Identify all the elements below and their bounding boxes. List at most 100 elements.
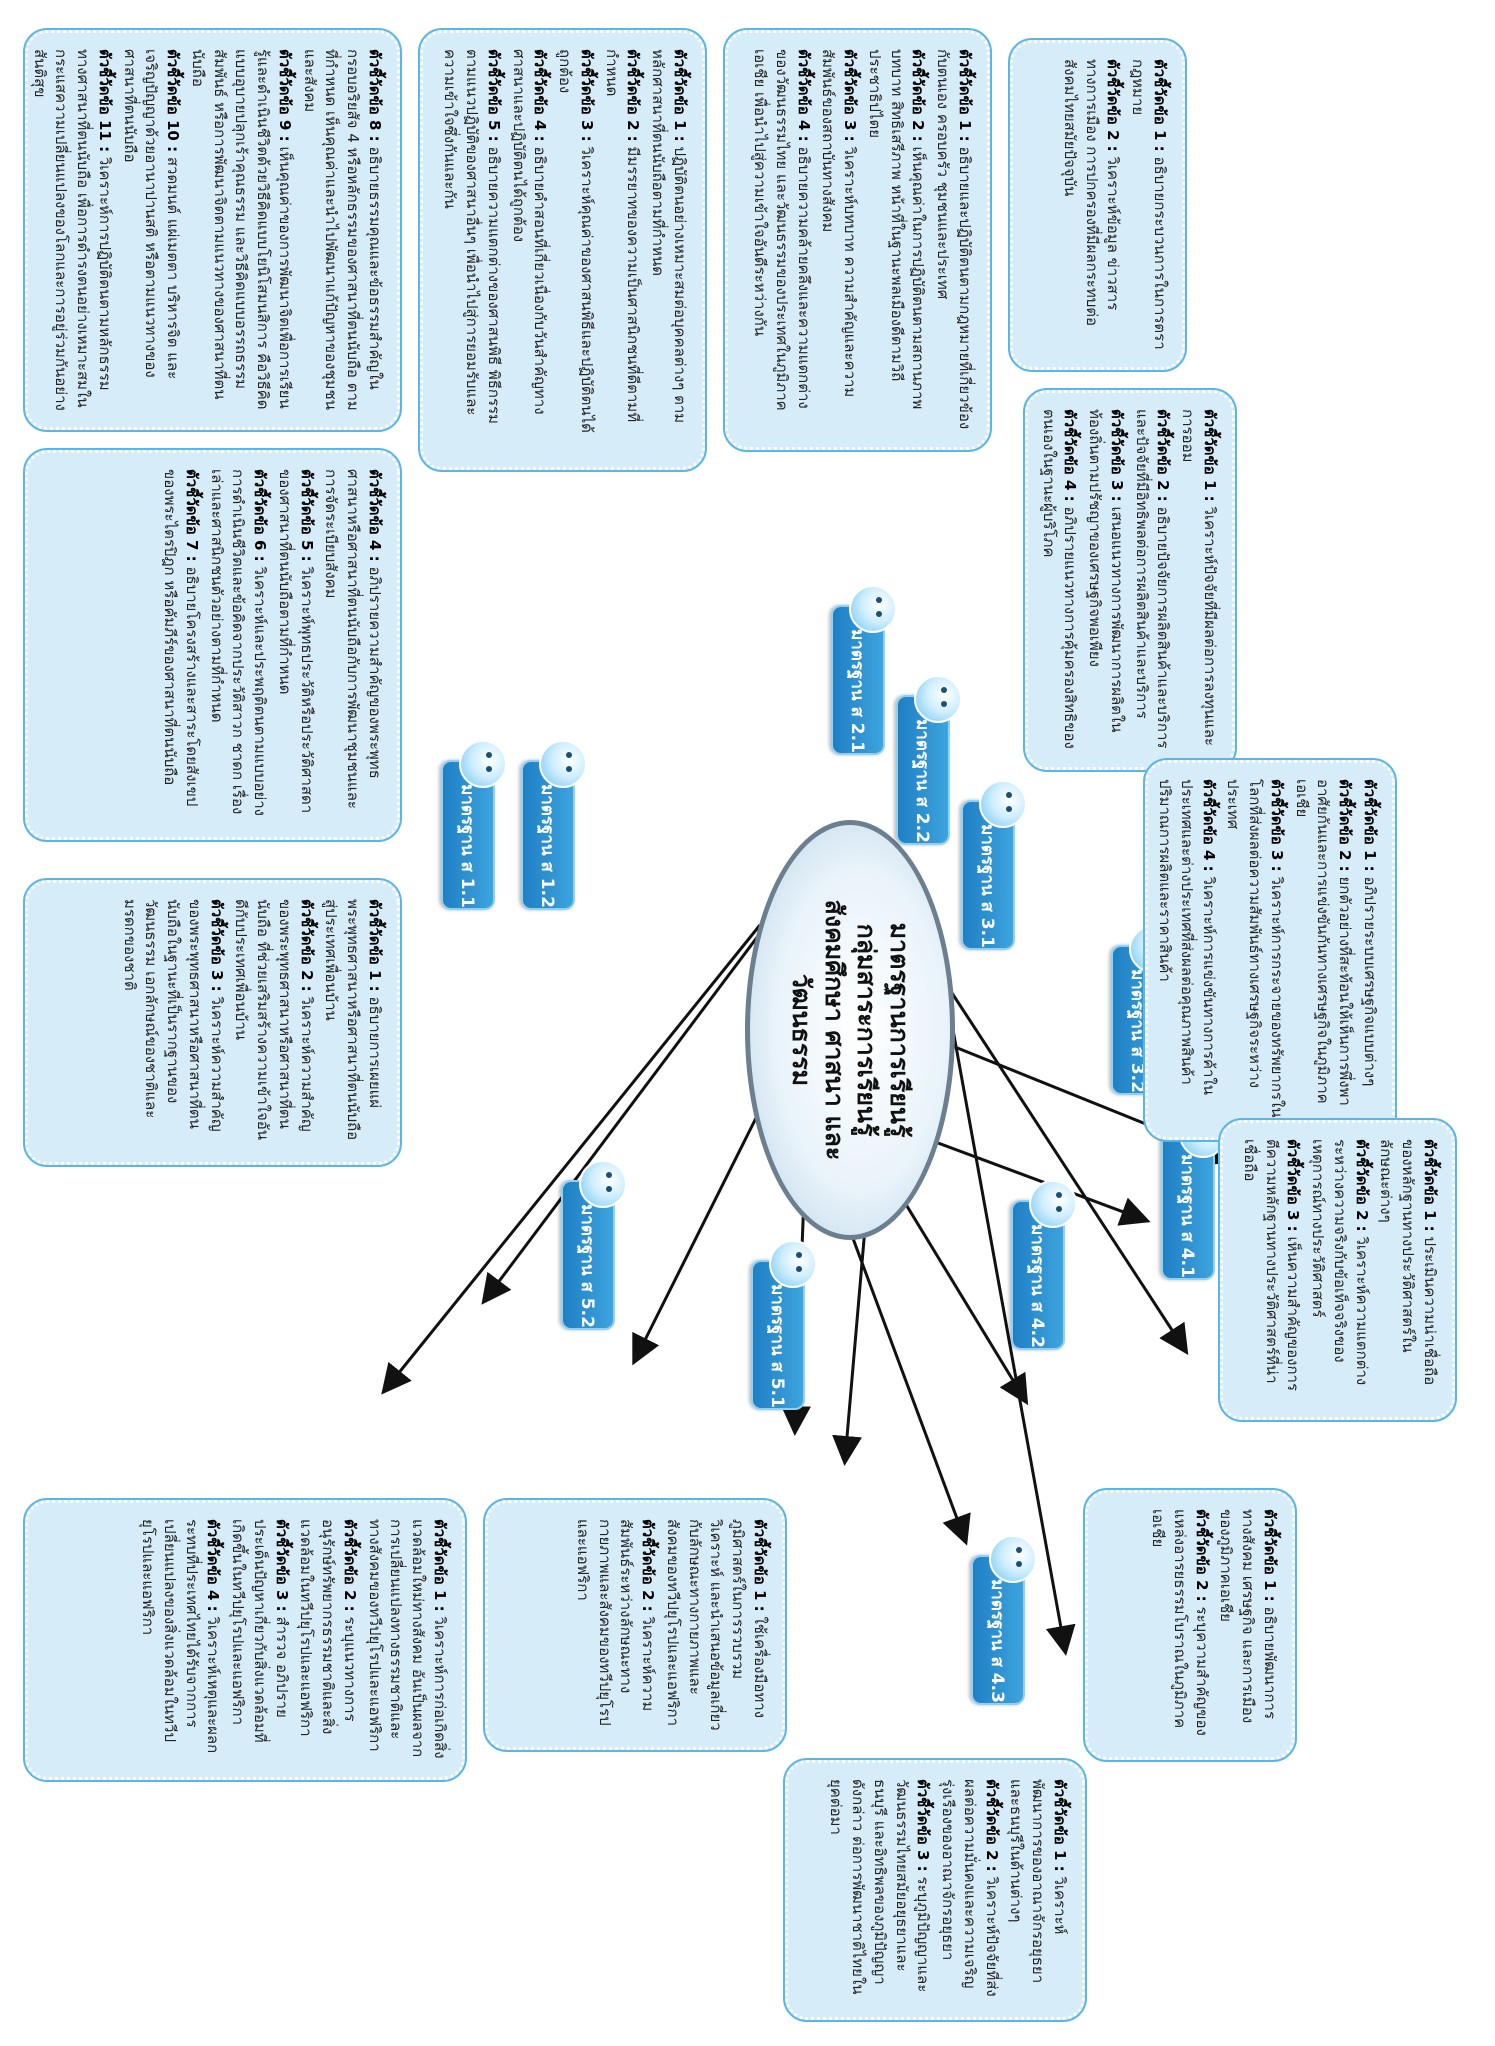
indicator-label: ตัวชี้วัดข้อ 2 : xyxy=(341,1519,359,1612)
indicator-label: ตัวชี้วัดข้อ 2 : xyxy=(1154,409,1173,502)
standard-label-4-3: มาตรฐาน ส 4.3 xyxy=(971,1535,1037,1705)
standard-text: มาตรฐาน ส 4.1 xyxy=(1177,1154,1198,1278)
indicator-box-5-1: ตัวชี้วัดข้อ 1 : ใช้เครื่องมือทางภูมิศาส… xyxy=(482,1498,788,1752)
indicator-label: ตัวชี้วัดข้อ 4 : xyxy=(366,469,384,562)
standard-text: มาตรฐาน ส 2.2 xyxy=(912,719,933,843)
standard-label-4-2: มาตรฐาน ส 4.2 xyxy=(1011,1180,1077,1350)
indicator-text: อภิปรายระบบเศรษฐกิจแบบต่างๆ xyxy=(1361,876,1379,1087)
standard-text: มาตรฐาน ส 1.1 xyxy=(457,784,478,908)
mascot-icon xyxy=(849,585,897,633)
center-title-line-3: สังคมศึกษา ศาสนา และ xyxy=(820,899,849,1161)
center-title-line-4: วัฒนธรรม xyxy=(787,973,817,1087)
indicator-label: ตัวชี้วัดข้อ 2 : xyxy=(1352,1139,1371,1232)
indicator-label: ตัวชี้วัดข้อ 3 : xyxy=(914,1779,933,1872)
indicator-label: ตัวชี้วัดข้อ 8 : xyxy=(366,49,384,142)
indicator-label: ตัวชี้วัดข้อ 2 : xyxy=(982,1779,1001,1872)
connector-1-1 xyxy=(381,924,762,1395)
connector-5-2 xyxy=(632,1109,762,1366)
indicator-box-4-3: ตัวชี้วัดข้อ 1 : วิเคราะห์พัฒนาการของอาณ… xyxy=(782,1758,1088,2022)
indicator-label: ตัวชี้วัดข้อ 1 : xyxy=(671,49,689,142)
connector-4-2 xyxy=(883,1169,1029,1406)
mascot-icon xyxy=(539,740,587,788)
mascot-icon xyxy=(769,1240,817,1288)
indicator-label: ตัวชี้วัดข้อ 11 : xyxy=(96,49,114,153)
indicator-label: ตัวชี้วัดข้อ 2 : xyxy=(624,49,643,142)
connector-2-2 xyxy=(933,929,1076,1656)
standard-text: มาตรฐาน ส 1.2 xyxy=(537,784,558,908)
indicator-label: ตัวชี้วัดข้อ 2 : xyxy=(909,49,928,142)
indicator-label: ตัวชี้วัดข้อ 10 : xyxy=(164,49,183,153)
center-title-line-2: กลุ่มสาระการเรียนรู้ xyxy=(852,923,882,1137)
indicator-box-1-1a: ตัวชี้วัดข้อ 8 : อธิบายธรรมคุณและข้อธรรม… xyxy=(23,27,402,433)
connector-4-1 xyxy=(929,1138,1151,1226)
indicator-box-2-1: ตัวชี้วัดข้อ 1 : อธิบายและปฏิบัติตนตามกฎ… xyxy=(723,26,992,454)
indicator-box-1-1b: ตัวชี้วัดข้อ 4 : อภิปรายความสำคัญของพระพ… xyxy=(23,447,402,843)
mascot-icon xyxy=(579,1160,627,1208)
indicator-label: ตัวชี้วัดข้อ 3 : xyxy=(207,899,226,992)
indicator-label: ตัวชี้วัดข้อ 5 : xyxy=(297,469,316,562)
indicator-box-2-2: ตัวชี้วัดข้อ 1 : อธิบายกระบวนการในการตรา… xyxy=(1008,36,1187,374)
indicator-label: ตัวชี้วัดข้อ 1 : xyxy=(1421,1139,1439,1232)
indicator-label: ตัวชี้วัดข้อ 3 : xyxy=(578,49,596,142)
center-title-line-1: มาตรฐานการเรียนรู้ xyxy=(885,922,914,1138)
indicator-label: ตัวชี้วัดข้อ 4 : xyxy=(794,49,813,142)
indicator-label: ตัวชี้วัดข้อ 1 : xyxy=(956,49,974,142)
center-title: มาตรฐานการเรียนรู้ กลุ่มสาระการเรียนรู้ … xyxy=(745,820,955,1240)
mascot-icon xyxy=(1029,1180,1077,1228)
indicator-label: ตัวชี้วัดข้อ 4 : xyxy=(1061,409,1080,502)
mascot-icon xyxy=(914,675,962,723)
indicator-label: ตัวชี้วัดข้อ 5 : xyxy=(485,49,503,142)
indicator-label: ตัวชี้วัดข้อ 4 : xyxy=(1199,779,1218,872)
indicator-box-4-1: ตัวชี้วัดข้อ 1 : ประเมินความน่าเชื่อถือข… xyxy=(1218,1117,1457,1423)
standard-label-2-1: มาตรฐาน ส 2.1 xyxy=(831,585,897,755)
indicator-box-4-2: ตัวชี้วัดข้อ 1 : อธิบายพัฒนาการทางสังคม … xyxy=(1083,1487,1297,1763)
indicator-label: ตัวชี้วัดข้อ 1 : xyxy=(366,899,384,992)
indicator-label: ตัวชี้วัดข้อ 3 : xyxy=(272,1519,291,1612)
mascot-icon xyxy=(989,1535,1037,1583)
indicator-label: ตัวชี้วัดข้อ 3 : xyxy=(1108,409,1126,502)
indicator-label: ตัวชี้วัดข้อ 3 : xyxy=(1284,1139,1303,1232)
indicator-label: ตัวชี้วัดข้อ 4 : xyxy=(204,1519,223,1612)
mascot-icon xyxy=(979,780,1027,828)
indicator-label: ตัวชี้วัดข้อ 1 : xyxy=(1261,1509,1279,1602)
indicator-box-3-1: ตัวชี้วัดข้อ 1 : วิเคราะห์ปัจจัยที่มีผลต… xyxy=(1023,386,1237,774)
standard-text: มาตรฐาน ส 3.1 xyxy=(977,824,998,948)
indicator-label: ตัวชี้วัดข้อ 1 : xyxy=(751,1519,769,1612)
indicator-box-1-2: ตัวชี้วัดข้อ 1 : ปฏิบัติตนอย่างเหมาะสมต่… xyxy=(418,26,707,474)
indicator-label: ตัวชี้วัดข้อ 3 : xyxy=(1268,779,1286,872)
standard-label-5-1: มาตรฐาน ส 5.1 xyxy=(751,1240,817,1410)
standard-label-2-2: มาตรฐาน ส 2.2 xyxy=(896,675,962,845)
indicator-label: ตัวชี้วัดข้อ 1 : xyxy=(1201,409,1219,502)
standard-text: มาตรฐาน ส 4.3 xyxy=(987,1579,1008,1703)
indicator-label: ตัวชี้วัดข้อ 2 : xyxy=(1192,1509,1211,1602)
connector-3-1 xyxy=(948,989,1189,1356)
indicator-label: ตัวชี้วัดข้อ 1 : xyxy=(1361,779,1379,872)
indicator-box-1-1c: ตัวชี้วัดข้อ 1 : อธิบายการเผยแผ่พระพุทธศ… xyxy=(22,878,403,1167)
indicator-label: ตัวชี้วัดข้อ 1 : xyxy=(1051,1779,1069,1872)
indicator-label: ตัวชี้วัดข้อ 9 : xyxy=(276,49,294,142)
indicator-label: ตัวชี้วัดข้อ 1 : xyxy=(431,1519,449,1612)
standard-text: มาตรฐาน ส 5.1 xyxy=(767,1284,788,1408)
indicator-label: ตัวชี้วัดข้อ 4 : xyxy=(531,49,550,142)
standard-label-4-1: มาตรฐาน ส 4.1 xyxy=(1161,1110,1227,1280)
connector-4-3 xyxy=(833,1189,971,1546)
standard-label-5-2: มาตรฐาน ส 5.2 xyxy=(561,1160,627,1330)
indicator-box-3-2: ตัวชี้วัดข้อ 1 : อภิปรายระบบเศรษฐกิจแบบต… xyxy=(1143,756,1397,1144)
indicator-label: ตัวชี้วัดข้อ 2 : xyxy=(1104,59,1123,152)
standard-text: มาตรฐาน ส 4.2 xyxy=(1027,1224,1048,1348)
indicator-label: ตัวชี้วัดข้อ 1 : xyxy=(1151,59,1169,152)
standard-label-3-1: มาตรฐาน ส 3.1 xyxy=(961,780,1027,950)
standard-label-1-1: มาตรฐาน ส 1.1 xyxy=(441,740,507,910)
standard-text: มาตรฐาน ส 2.1 xyxy=(847,629,868,753)
indicator-label: ตัวชี้วัดข้อ 7 : xyxy=(183,469,201,562)
indicator-label: ตัวชี้วัดข้อ 6 : xyxy=(251,469,270,562)
indicator-box-5-2: ตัวชี้วัดข้อ 1 : วิเคราะห์การก่อเกิดสิ่ง… xyxy=(21,1498,469,1782)
indicator-label: ตัวชี้วัดข้อ 3 : xyxy=(841,49,860,142)
mascot-icon xyxy=(459,740,507,788)
indicator-label: ตัวชี้วัดข้อ 2 : xyxy=(1336,779,1355,872)
standard-label-1-2: มาตรฐาน ส 1.2 xyxy=(521,740,587,910)
standard-text: มาตรฐาน ส 5.2 xyxy=(577,1204,598,1328)
indicator-label: ตัวชี้วัดข้อ 2 : xyxy=(297,899,316,992)
